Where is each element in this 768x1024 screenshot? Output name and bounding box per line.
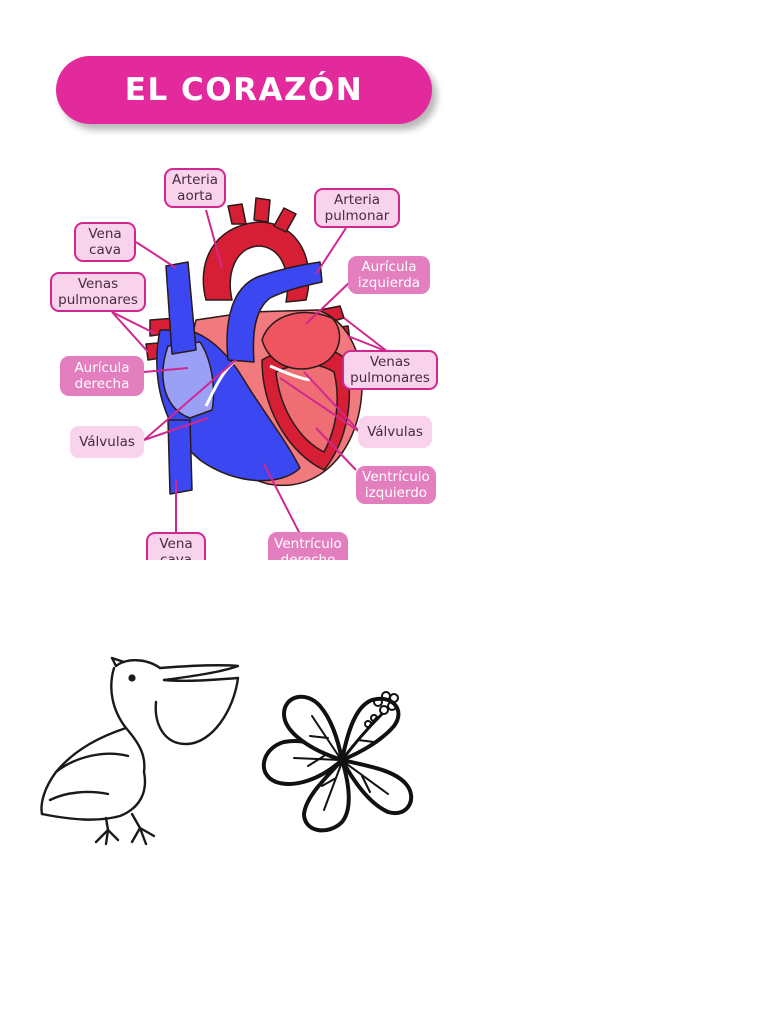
hibiscus-flower-drawing-icon: [261, 691, 414, 833]
aorta-arch: [202, 221, 310, 303]
leader-lines: [111, 209, 389, 536]
right-atrium: [162, 341, 215, 419]
heart-illustration: [111, 197, 389, 536]
vena-cava-inferior: [167, 419, 193, 495]
title-banner: EL CORAZÓN: [56, 56, 432, 124]
page-title: EL CORAZÓN: [124, 72, 364, 108]
label-valvulas-izquierda: Válvulas: [70, 426, 144, 458]
label-valvulas-derecha: Válvulas: [358, 416, 432, 448]
pulmonary-artery: [226, 261, 323, 363]
vena-cava-superior: [165, 261, 197, 355]
left-atrium: [261, 311, 341, 370]
pelican-drawing-icon: [40, 656, 240, 846]
